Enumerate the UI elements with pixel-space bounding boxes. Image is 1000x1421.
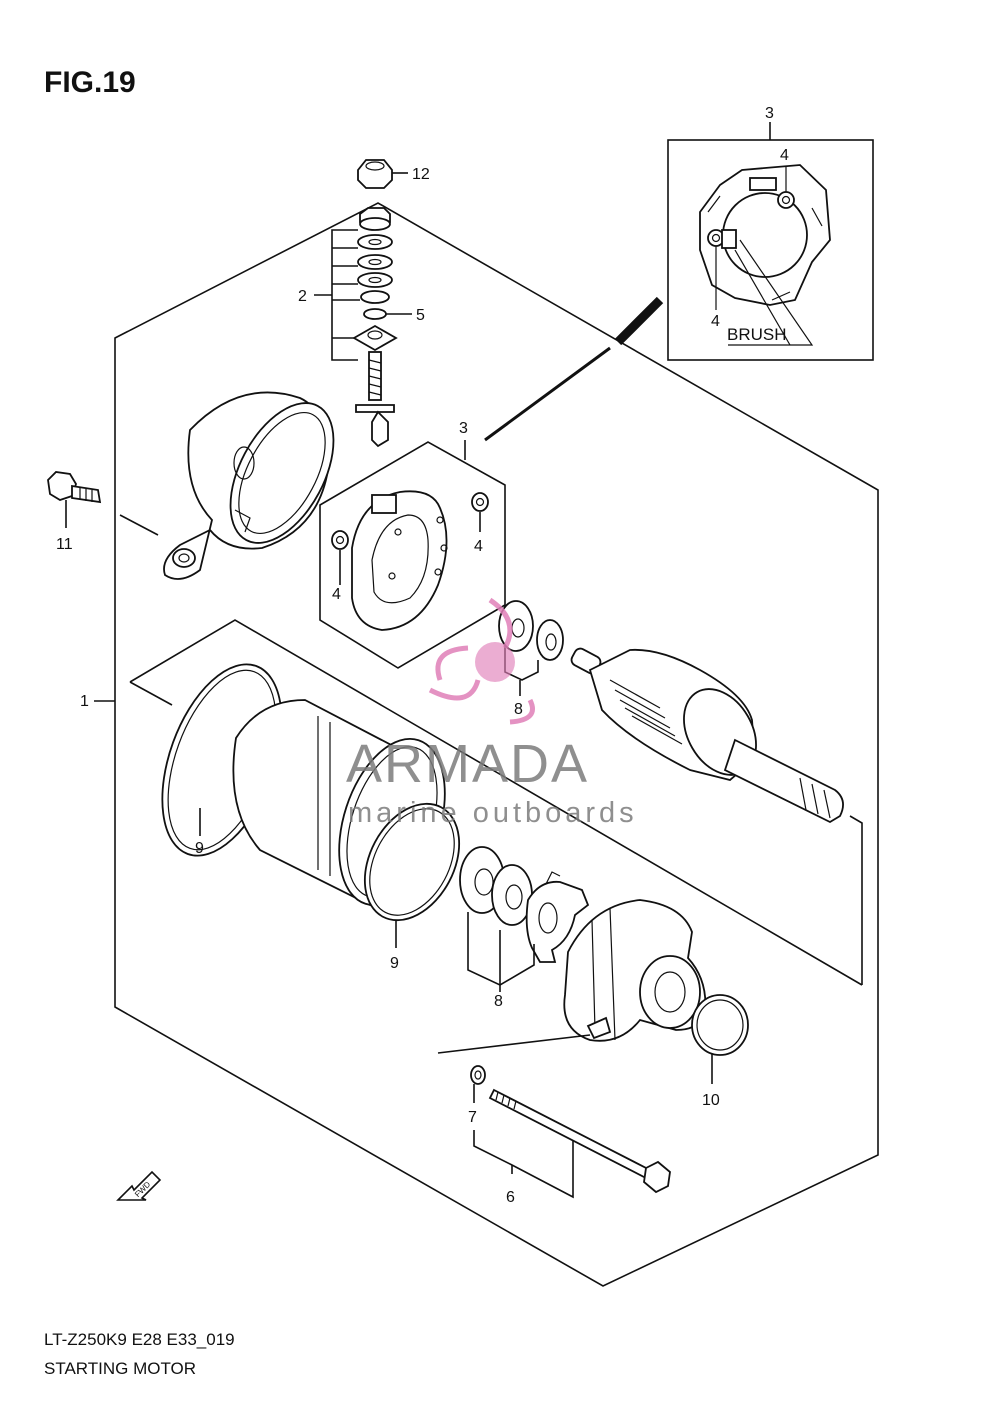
- watermark-tagline: marine outboards: [348, 797, 638, 829]
- callout-10: 10: [702, 1092, 720, 1109]
- part-12-nut: [357, 159, 393, 189]
- callout-6: 6: [506, 1189, 515, 1206]
- part-11-bolt: [47, 471, 102, 504]
- callout-2: 2: [298, 288, 307, 305]
- watermark-brand: ARMADA: [346, 734, 589, 794]
- inset-pointer-thick: [614, 296, 664, 346]
- callout-6-bracket: [473, 1130, 574, 1199]
- yoke-group-frame-top: [129, 619, 863, 986]
- callout-4-inset-top: 4: [780, 147, 789, 164]
- part-9-o-ring-right: [363, 802, 461, 922]
- callout-7: 7: [468, 1109, 477, 1126]
- armada-propeller-logo: [428, 597, 535, 725]
- callout-12: 12: [412, 166, 430, 183]
- callout-1: 1: [80, 693, 89, 710]
- callout-2-bracket: [331, 229, 358, 361]
- callout-9-left: 9: [195, 840, 204, 857]
- brush-leader: [728, 239, 814, 346]
- callout-4-inset-bottom: 4: [711, 313, 720, 330]
- brush-holder-group-outline: [319, 441, 506, 669]
- armada-watermark: ARMADA marine outboards: [346, 597, 638, 829]
- callout-8-upper: 8: [514, 701, 523, 718]
- part-armature: [570, 647, 844, 824]
- part-rear-housing: [163, 391, 335, 580]
- brush-holder-inset-drawing: [699, 164, 831, 306]
- inset-pointer-line: [484, 346, 611, 442]
- figure-name: STARTING MOTOR: [44, 1359, 196, 1378]
- callout-4-left: 4: [332, 586, 341, 603]
- part-lock-plate: [525, 871, 590, 963]
- callout-3-inset: 3: [765, 105, 774, 122]
- armature-leader-bracket: [849, 815, 863, 985]
- callout-3: 3: [459, 420, 468, 437]
- part-10-o-ring: [691, 994, 749, 1056]
- callout-8-lower: 8: [494, 993, 503, 1010]
- callout-11: 11: [56, 536, 73, 553]
- part-front-housing: [563, 899, 707, 1042]
- part-2-terminal-kit: [352, 207, 398, 448]
- figure-title: FIG.19: [44, 66, 136, 99]
- model-code: LT-Z250K9 E28 E33_019: [44, 1330, 235, 1349]
- callout-4-right: 4: [474, 538, 483, 555]
- part-6-through-bolt: [488, 1088, 671, 1194]
- brush-label: BRUSH: [727, 325, 787, 344]
- callout-5: 5: [416, 307, 425, 324]
- part-3-brush-holder: [331, 490, 489, 631]
- assembly-outline-1: [114, 202, 879, 1287]
- callout-8-lower-bracket: [467, 912, 535, 986]
- yoke-group-frame-left: [129, 681, 173, 706]
- fwd-direction-arrow: FWD: [116, 1170, 162, 1201]
- part-7-washer: [470, 1065, 486, 1085]
- callout-9-right: 9: [390, 955, 399, 972]
- part-8-washers-lower: [459, 846, 533, 926]
